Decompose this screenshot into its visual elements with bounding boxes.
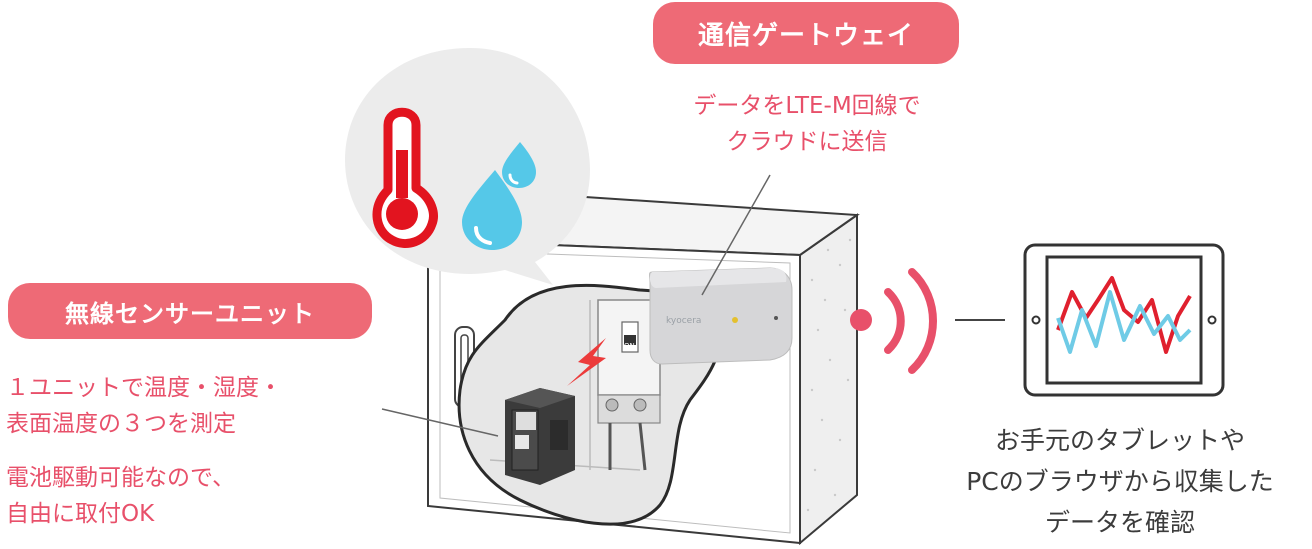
tablet-description: お手元のタブレットや PCのブラウザから収集した データを確認	[930, 420, 1310, 543]
gateway-description: データをLTE-M回線で クラウドに送信	[648, 88, 966, 160]
thermometer-icon	[372, 107, 438, 248]
sensor-battery-line: 電池駆動可能なので、	[6, 465, 236, 491]
sensor-unit	[505, 388, 575, 485]
gateway-device: kyocera	[649, 267, 793, 365]
sensor-description-line: 表面温度の３つを測定	[6, 411, 236, 437]
svg-text:kyocera: kyocera	[666, 316, 701, 326]
lightning-icon	[567, 338, 606, 386]
tablet-description-line: お手元のタブレットや	[994, 426, 1245, 455]
sensor-label: 無線センサーユニット	[8, 283, 372, 339]
svg-text:ON: ON	[624, 342, 635, 350]
tablet-description-line: PCのブラウザから収集した	[966, 467, 1274, 496]
sensor-battery-line: 自由に取付OK	[6, 501, 155, 527]
gateway-description-line: データをLTE-M回線で	[693, 93, 921, 119]
gateway-label: 通信ゲートウェイ	[653, 2, 959, 64]
gateway-description-line: クラウドに送信	[726, 129, 888, 155]
droplet-icon	[462, 142, 536, 250]
tablet-icon	[1023, 243, 1225, 397]
wireless-signal-icon	[850, 268, 937, 374]
sensor-battery-description: 電池駆動可能なので、 自由に取付OK	[6, 460, 235, 532]
tablet-description-line: データを確認	[1044, 508, 1195, 537]
sensor-pointer-line	[381, 408, 499, 437]
gateway-pointer-line	[701, 174, 771, 296]
sensor-description-line: １ユニットで温度・湿度・	[6, 375, 282, 401]
sensor-description: １ユニットで温度・湿度・ 表面温度の３つを測定	[6, 370, 282, 442]
